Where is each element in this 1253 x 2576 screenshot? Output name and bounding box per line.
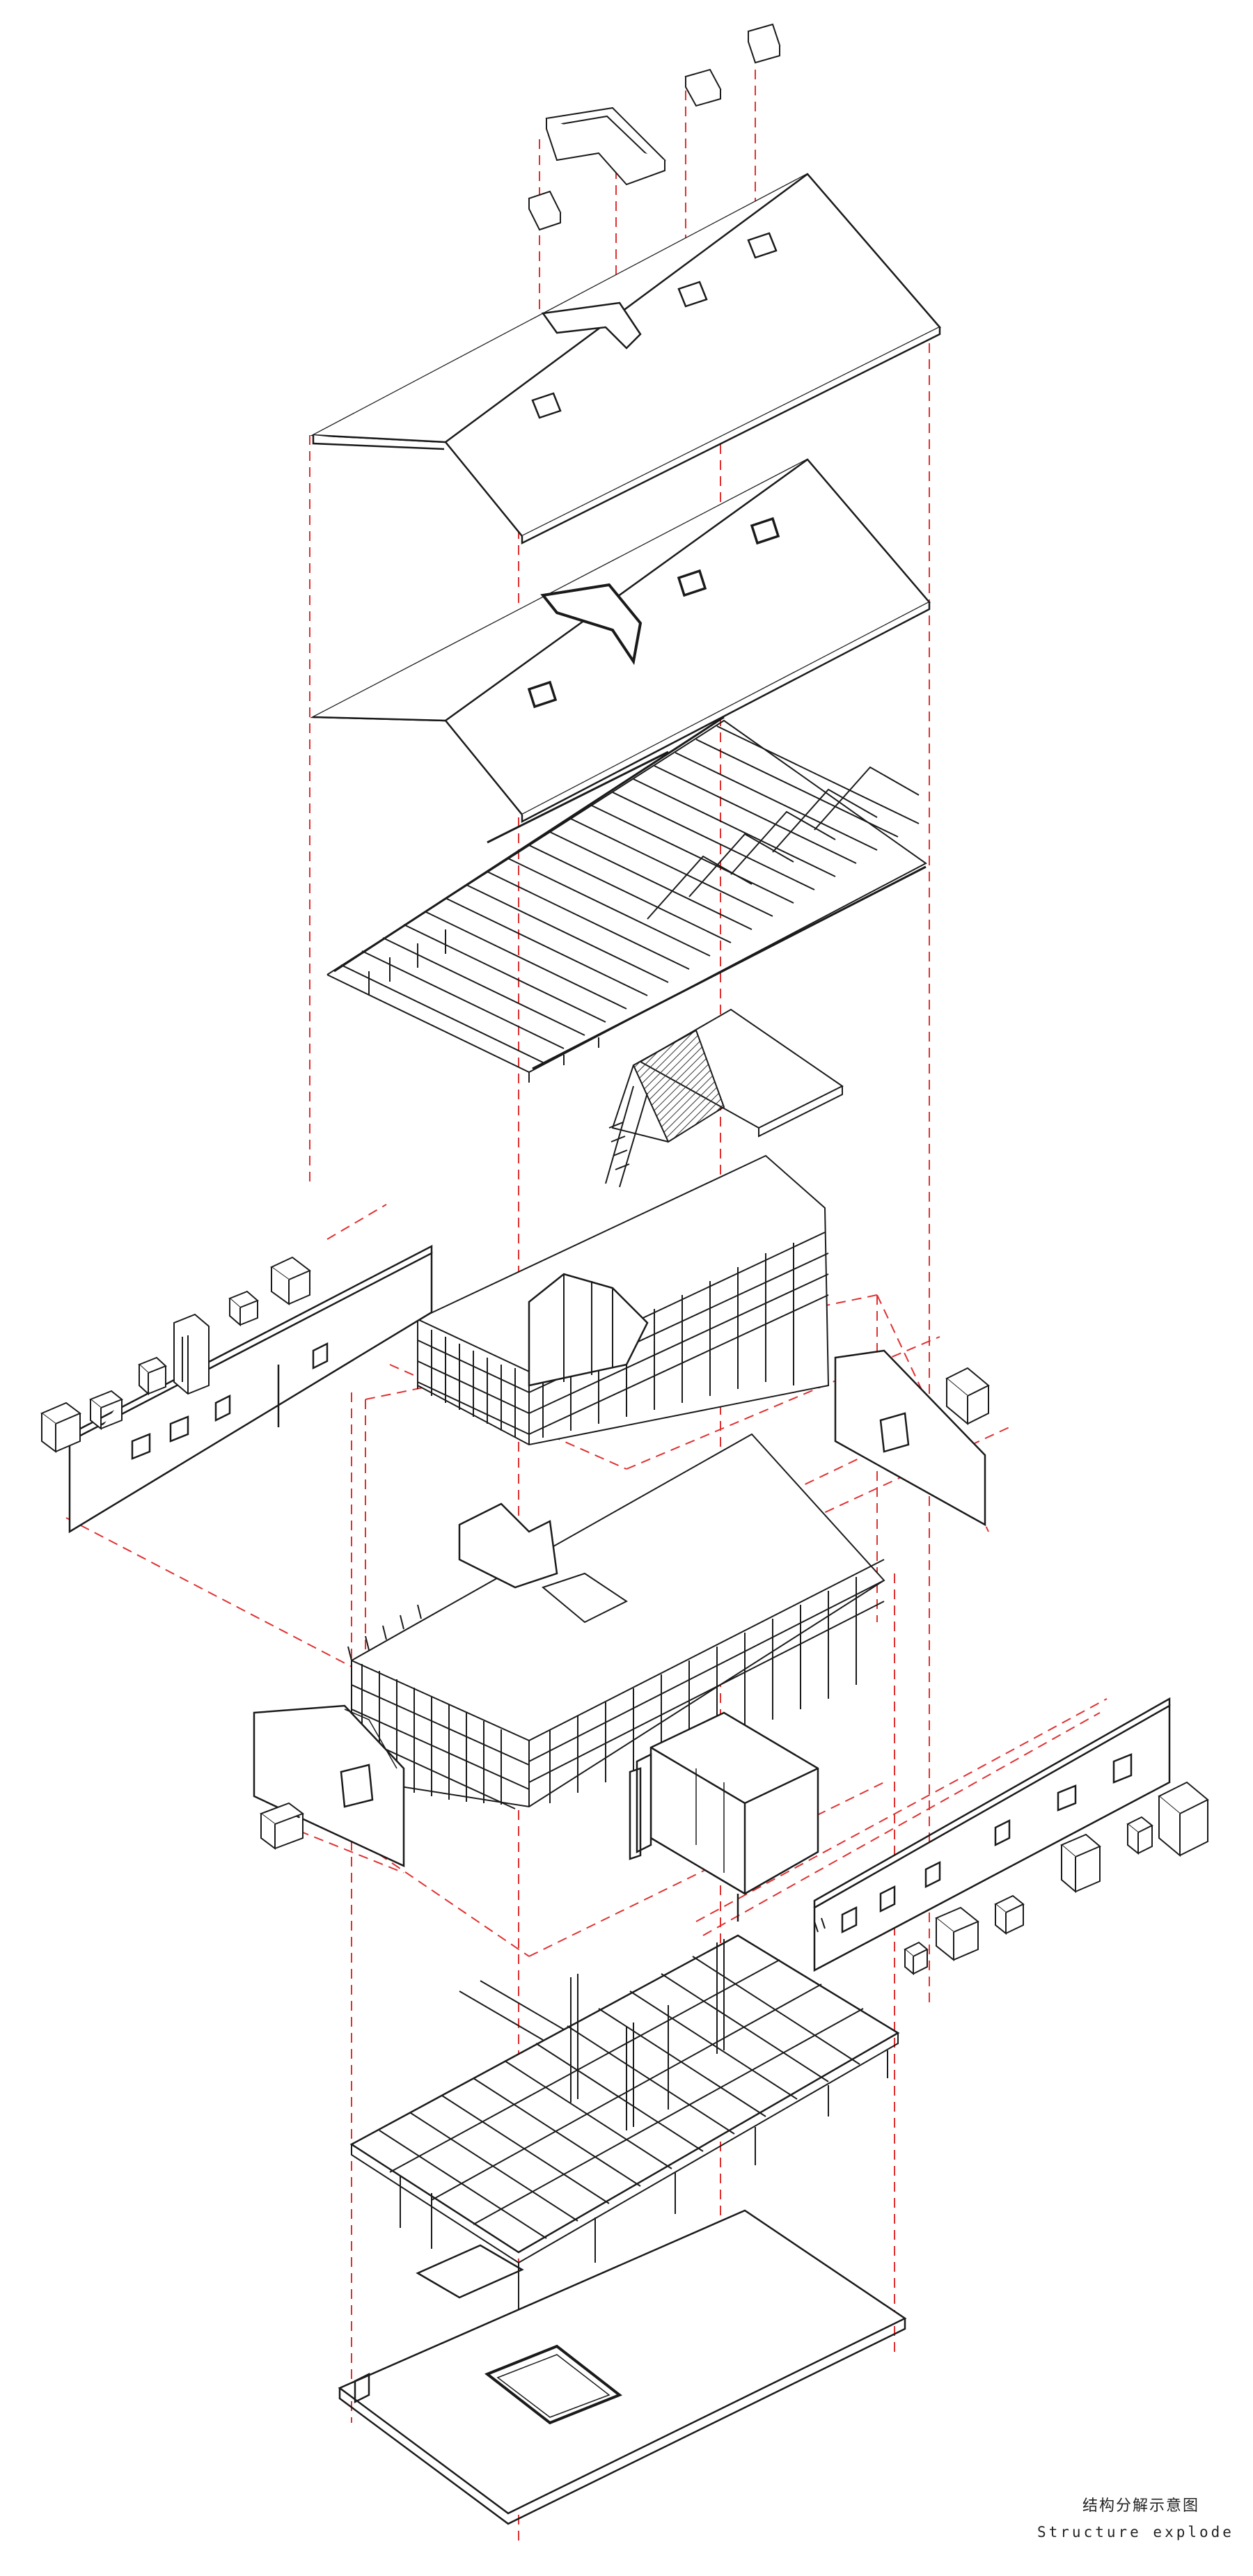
rafters [326,716,927,1083]
floor-platform [349,1917,900,2311]
window-units [40,1256,1209,1976]
chimneys [528,23,781,231]
upper-wall-frame [417,1154,830,1446]
slab [338,2209,907,2525]
interior-box [629,1711,819,1922]
caption-title-cn: 结构分解示意图 [1082,2497,1200,2515]
lower-wall-frame [347,1433,885,1809]
long-facade-wall-right [813,1697,1171,1972]
gable-end-wall-front [253,1704,405,1867]
gable-end-wall-rear [834,1349,986,1527]
long-facade-wall-left [68,1244,433,1534]
caption-title-en: Structure explode [1037,2524,1234,2540]
roof-cover [310,173,941,545]
roof-sheathing [310,458,931,824]
attic-stair [605,1008,844,1188]
